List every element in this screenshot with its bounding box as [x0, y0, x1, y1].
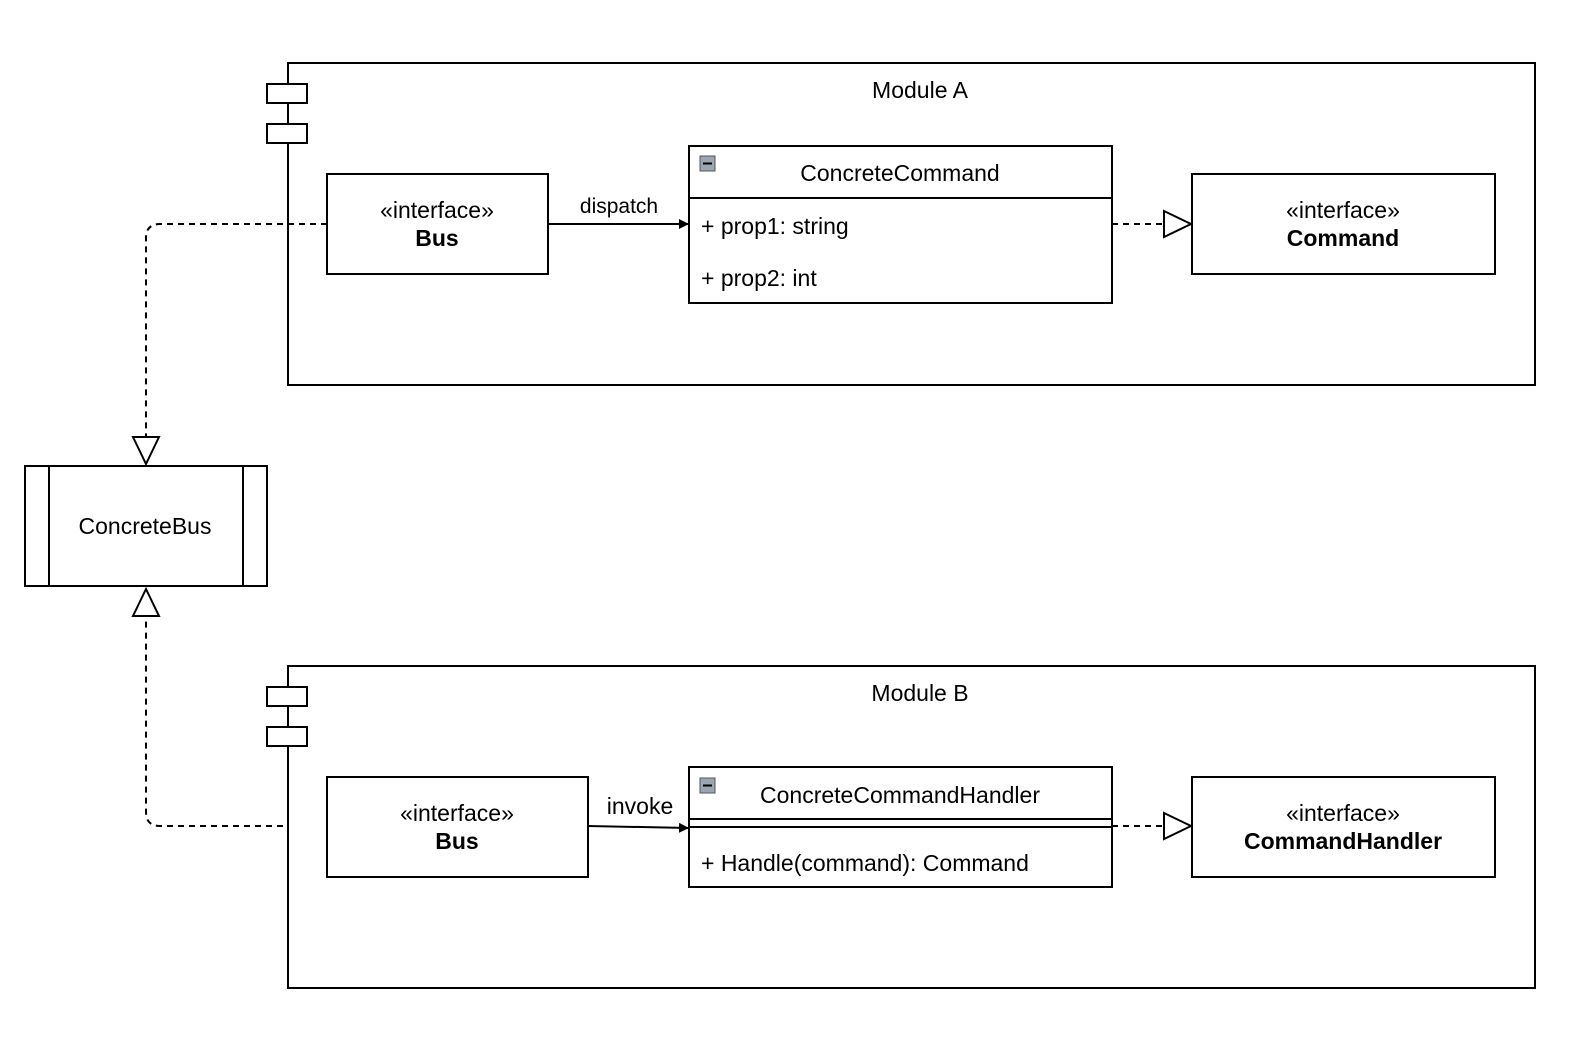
command-realization-edge[interactable]	[1112, 209, 1194, 239]
concrete-bus-box[interactable]: ConcreteBus	[24, 465, 268, 587]
concrete-command-class[interactable]: ConcreteCommand + prop1: string + prop2:…	[688, 145, 1113, 304]
bus-b-realization-edge[interactable]	[131, 586, 327, 827]
module-a-title: Module A	[872, 77, 969, 103]
collapse-minus-icon[interactable]	[699, 777, 716, 794]
bus-a-realization-edge[interactable]	[131, 223, 327, 467]
method-handle: + Handle(command): Command	[701, 850, 1029, 876]
edge-label-invoke: invoke	[607, 793, 673, 819]
module-b-bus-interface[interactable]: «interface» Bus	[326, 776, 589, 878]
module-a-bus-interface[interactable]: «interface» Bus	[326, 173, 549, 275]
dispatch-association-edge[interactable]: dispatch	[548, 195, 689, 229]
module-b-title: Module B	[871, 680, 968, 706]
command-handler-interface[interactable]: «interface» CommandHandler	[1191, 776, 1496, 878]
stereotype-label: «interface»	[380, 197, 494, 223]
interface-name: CommandHandler	[1244, 828, 1442, 854]
attribute-prop1: + prop1: string	[701, 213, 849, 239]
interface-name: Command	[1287, 225, 1399, 251]
interface-name: Bus	[435, 828, 478, 854]
stereotype-label: «interface»	[1286, 197, 1400, 223]
realization-arrowhead	[131, 586, 161, 617]
command-handler-realization-edge[interactable]	[1112, 811, 1194, 841]
invoke-association-edge[interactable]: invoke	[587, 793, 690, 833]
stereotype-label: «interface»	[1286, 800, 1400, 826]
command-interface[interactable]: «interface» Command	[1191, 173, 1496, 275]
collapse-minus-icon[interactable]	[699, 155, 716, 172]
component-icon	[266, 83, 308, 144]
class-name: ConcreteCommand	[800, 160, 999, 186]
edge-label-dispatch: dispatch	[580, 195, 658, 218]
attribute-prop2: + prop2: int	[701, 265, 817, 291]
interface-name: Bus	[415, 225, 458, 251]
concrete-bus-label: ConcreteBus	[79, 513, 212, 539]
class-name: ConcreteCommandHandler	[760, 782, 1040, 808]
concrete-command-handler-class[interactable]: ConcreteCommandHandler + Handle(command)…	[688, 766, 1113, 888]
realization-arrowhead	[1163, 209, 1194, 239]
stereotype-label: «interface»	[400, 800, 514, 826]
realization-arrowhead	[131, 436, 161, 467]
realization-arrowhead	[1163, 811, 1194, 841]
component-icon	[266, 686, 308, 747]
